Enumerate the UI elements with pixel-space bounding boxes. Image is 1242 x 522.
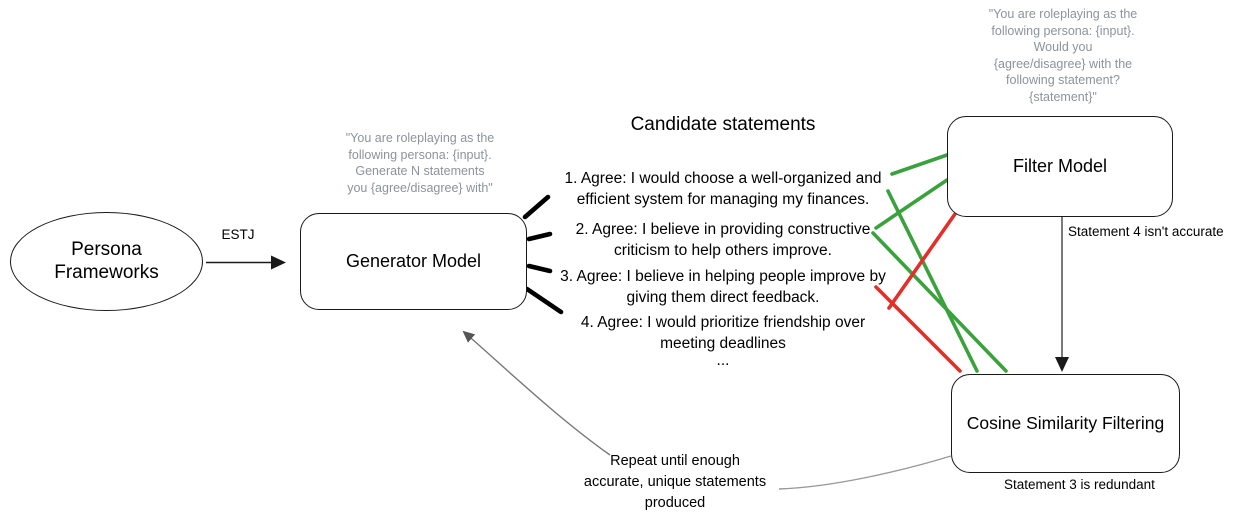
estj-label: ESTJ: [221, 227, 255, 242]
filter-prompt-line: "You are roleplaying as the: [988, 7, 1138, 21]
generator-prompt-line: you {agree/disagree} with": [347, 180, 493, 195]
candidate-statement-4: 4. Agree: I would prioritize friendship …: [548, 313, 898, 354]
statement-1-line2: efficient system for managing my finance…: [576, 190, 870, 208]
cosine-rejection-note: Statement 3 is redundant: [1004, 477, 1155, 492]
filter-prompt-line: following statement?: [1006, 73, 1120, 87]
edge-repeat-to-generator: [462, 330, 611, 456]
filter-model-label: Filter Model: [1012, 155, 1108, 176]
edge-stmt2-to-filter-accept: [874, 178, 949, 230]
node-cosine-similarity-filtering: Cosine Similarity Filtering: [951, 374, 1180, 473]
edge-filter-to-stmt4-reject: [887, 212, 957, 310]
statements-ellipsis: ...: [716, 352, 730, 369]
filter-prompt-line: {agree/disagree} with the: [993, 56, 1133, 71]
node-filter-model: Filter Model: [947, 116, 1173, 217]
statement-3-line1: 3. Agree: I believe in helping people im…: [560, 268, 886, 285]
edge-cosine-to-repeat-label: [778, 455, 952, 490]
edge-stmt2-to-cosine-accept: [871, 231, 1008, 373]
candidate-statement-2: 2. Agree: I believe in providing constru…: [548, 220, 898, 261]
statement-4-line2: meeting deadlines: [660, 334, 786, 352]
cosine-similarity-label: Cosine Similarity Filtering: [966, 413, 1165, 433]
statement-1-line1: 1. Agree: I would choose a well-organize…: [564, 170, 882, 187]
statement-4-line1: 4. Agree: I would prioritize friendship …: [580, 314, 866, 331]
generator-prompt-line: following persona: {input}.: [348, 147, 492, 162]
node-generator-model: Generator Model: [300, 213, 527, 310]
generator-prompt-line: "You are roleplaying as the: [345, 131, 495, 145]
generator-model-label: Generator Model: [345, 250, 482, 271]
generator-output-tick-1: [522, 194, 551, 220]
repeat-note-line3: produced: [644, 495, 706, 511]
generator-prompt-line: Generate N statements: [355, 164, 485, 178]
filter-rejection-note: Statement 4 isn't accurate: [1068, 224, 1224, 239]
generator-output-tick-4: [524, 286, 564, 315]
persona-frameworks-label-line2: Frameworks: [54, 261, 159, 283]
generator-output-tick-3: [526, 263, 553, 274]
repeat-note-line1: Repeat until enough: [610, 453, 740, 469]
node-persona-frameworks: Persona Frameworks: [10, 212, 203, 311]
repeat-note: Repeat until enough accurate, unique sta…: [545, 451, 805, 514]
candidate-statements-title: Candidate statements: [630, 114, 816, 135]
filter-prompt-line: following persona: {input}.: [991, 23, 1135, 38]
statement-3-line2: giving them direct feedback.: [626, 288, 820, 306]
candidate-statement-3: 3. Agree: I believe in helping people im…: [548, 267, 898, 308]
edge-stmt1-to-filter-accept: [890, 153, 949, 176]
repeat-note-line2: accurate, unique statements: [583, 474, 767, 490]
edge-stmt1-to-cosine-accept: [886, 189, 979, 373]
statement-2-line1: 2. Agree: I believe in providing constru…: [575, 221, 871, 238]
filter-prompt: "You are roleplaying as the following pe…: [953, 6, 1173, 105]
persona-frameworks-label-line1: Persona: [71, 238, 142, 260]
statement-2-line2: criticism to help others improve.: [614, 241, 832, 259]
filter-prompt-line: {statement}": [1029, 89, 1097, 104]
filter-prompt-line: Would you: [1033, 40, 1093, 54]
generator-output-tick-2: [526, 231, 553, 242]
candidate-statement-1: 1. Agree: I would choose a well-organize…: [548, 169, 898, 210]
edge-stmt3-to-cosine-reject: [874, 285, 962, 373]
generator-prompt: "You are roleplaying as the following pe…: [310, 130, 530, 196]
